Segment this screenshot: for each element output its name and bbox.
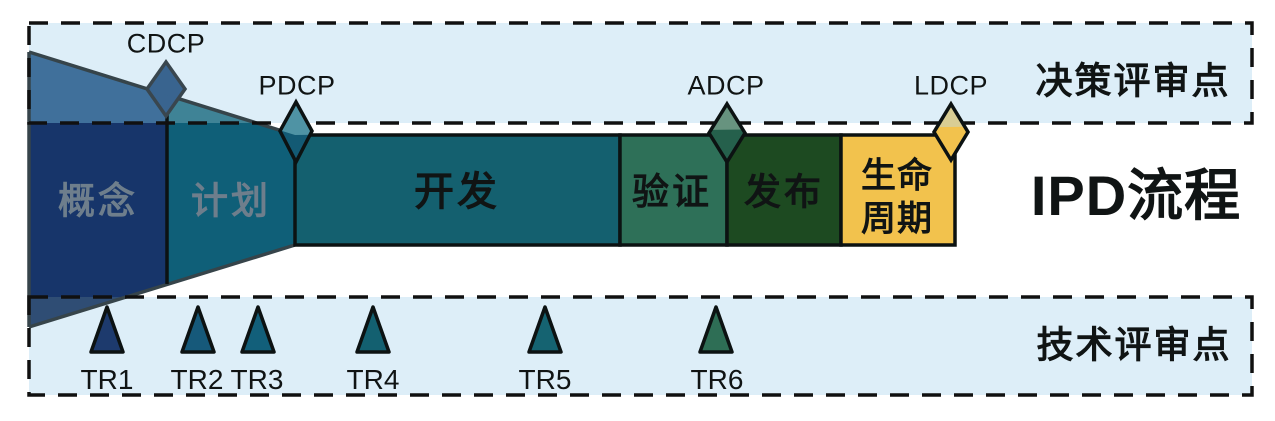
- tech-point-tr2-triangle: [180, 305, 216, 354]
- diagram-title: IPD流程: [1030, 164, 1242, 227]
- phase-label-plan: 计划: [191, 180, 271, 222]
- phase-plan-shape: [167, 123, 295, 284]
- tr6-label: TR6: [690, 364, 744, 395]
- pdcp-diamond-outline: [278, 98, 314, 166]
- phase-label-lifecycle-line2: 周期: [860, 199, 934, 239]
- decision-band-border: [27, 21, 1254, 125]
- pdcp-label: PDCP: [258, 70, 336, 101]
- decision-point-adcp: [706, 100, 748, 166]
- tr4-label: TR4: [346, 364, 400, 395]
- ldcp-label: LDCP: [913, 70, 989, 101]
- tech-band-label: 技术评审点: [1036, 324, 1232, 366]
- funnel-bottom-edge: [28, 243, 296, 329]
- decision-point-cdcp: [144, 58, 188, 120]
- phase-label-develop: 开发: [414, 170, 500, 214]
- tech-point-tr5-triangle: [527, 305, 563, 354]
- tech-band-border: [27, 295, 1254, 397]
- phase-label-concept: 概念: [58, 180, 138, 222]
- tr5-label: TR5: [518, 364, 572, 395]
- cdcp-diamond-outline: [144, 58, 188, 120]
- phase-verify-shape: [618, 133, 729, 247]
- adcp-diamond-outline: [706, 100, 748, 166]
- tr2-label: TR2: [170, 364, 224, 395]
- tech-point-tr1-triangle: [89, 305, 125, 354]
- phase-lifecycle-shape: [839, 133, 957, 247]
- decision-band: [29, 23, 1252, 123]
- tech-band: [29, 297, 1252, 395]
- phase-concept-shape: [29, 123, 167, 297]
- tr3-label: TR3: [230, 364, 284, 395]
- phase-label-verify: 验证: [632, 171, 712, 213]
- tr1-label: TR1: [80, 364, 134, 395]
- tech-point-tr6-triangle: [698, 305, 734, 354]
- phase-label-release: 发布: [744, 171, 824, 213]
- cdcp-label: CDCP: [126, 28, 206, 59]
- decision-point-ldcp: [931, 100, 971, 164]
- decision-band-label: 决策评审点: [1035, 60, 1231, 102]
- tech-point-tr4-triangle: [355, 305, 391, 354]
- phase-concept-shape-top: [29, 52, 167, 123]
- phase-release-shape: [725, 133, 843, 247]
- adcp-label: ADCP: [687, 70, 765, 101]
- phase-label-lifecycle-line1: 生命: [860, 156, 934, 196]
- decision-point-pdcp: [278, 98, 314, 166]
- tech-point-tr3-triangle: [240, 305, 276, 354]
- ldcp-diamond-outline: [931, 100, 971, 164]
